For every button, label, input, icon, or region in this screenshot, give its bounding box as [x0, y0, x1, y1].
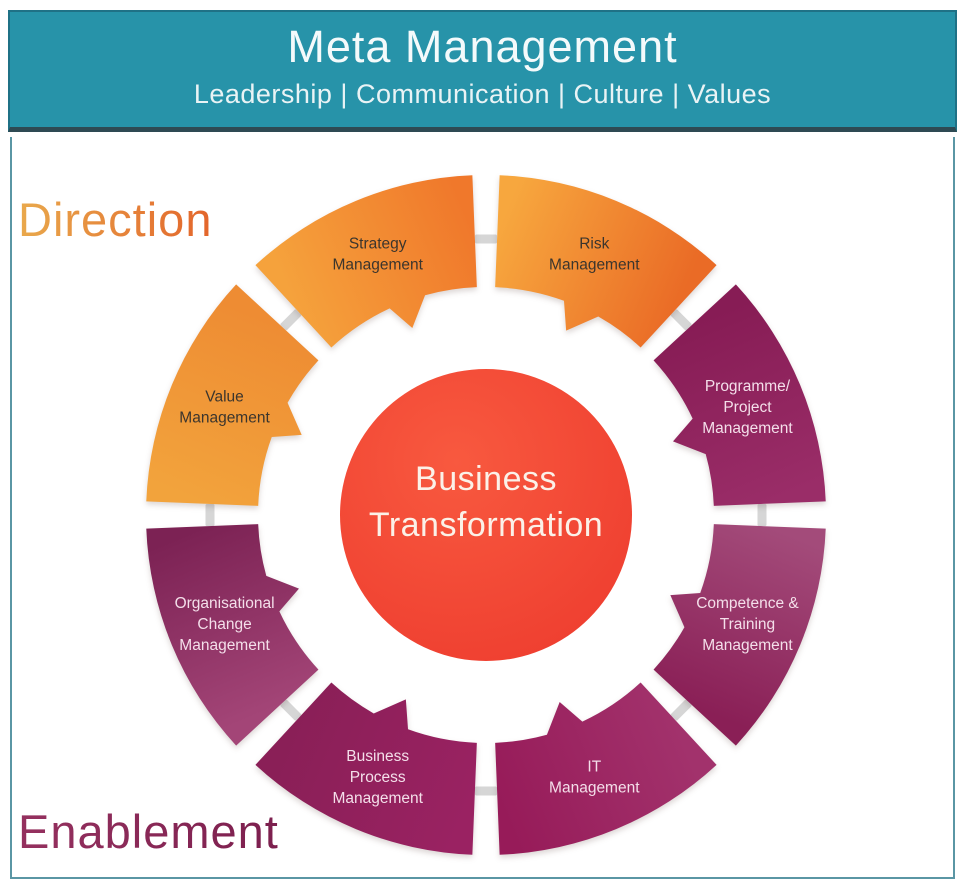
segment-connector: [670, 309, 692, 331]
segment-connector: [757, 504, 767, 526]
header-banner: Meta Management Leadership | Communicati…: [8, 10, 957, 132]
business-transformation-hub-label: Business Transformation: [326, 457, 646, 549]
segment-connector: [670, 699, 692, 721]
enablement-label: Enablement: [18, 805, 279, 858]
segment-value-management: [146, 284, 319, 506]
segment-competence-training-management: [653, 524, 826, 746]
segment-connector: [280, 699, 302, 721]
direction-label: Direction: [18, 193, 213, 246]
segment-business-process-management: [255, 682, 477, 855]
segment-connector: [280, 309, 302, 331]
segment-risk-management: [495, 175, 717, 348]
page-title: Meta Management: [287, 21, 678, 72]
segment-programme-project-management: [653, 284, 826, 506]
segment-it-management: [495, 682, 717, 855]
segment-connector: [475, 234, 497, 244]
segment-strategy-management: [255, 175, 477, 348]
segment-connector: [205, 504, 215, 526]
segment-organisational-change-management: [146, 524, 319, 746]
segment-connector: [475, 786, 497, 796]
hub-label-line2: Transformation: [368, 505, 604, 544]
header-subtitle: Leadership | Communication | Culture | V…: [193, 79, 772, 109]
hub-label-line1: Business: [415, 460, 557, 498]
business-transformation-hub: [340, 369, 632, 661]
